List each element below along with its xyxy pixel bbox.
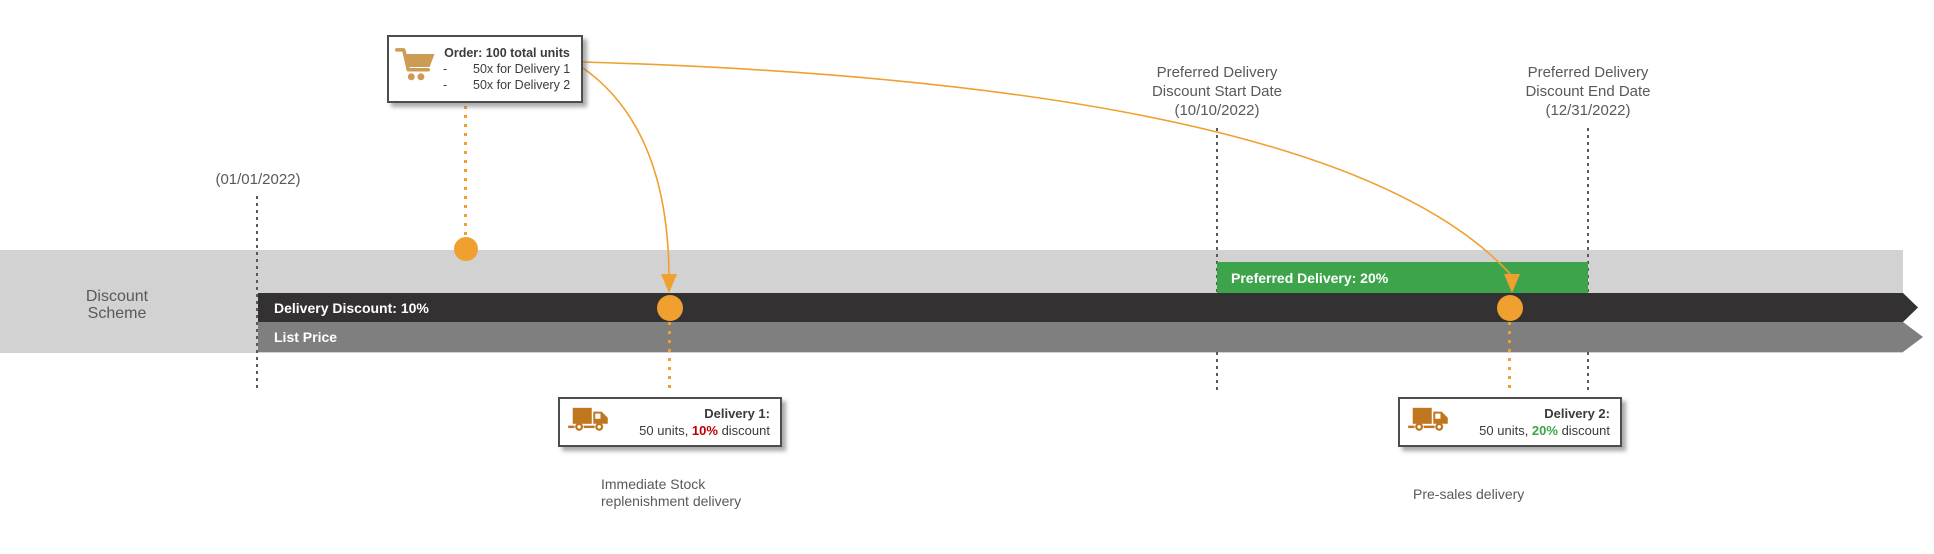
delivery2-box: Delivery 2: 50 units, 20% discount [1398, 397, 1622, 447]
start-date-label-line3: (10/10/2022) [1174, 102, 1260, 119]
end-date-label-line3: (12/31/2022) [1545, 102, 1631, 119]
delivery2-box-text: Delivery 2: 50 units, 20% discount [1479, 405, 1610, 439]
delivery2-caption: Pre-sales delivery [1413, 486, 1525, 502]
scheme-label-line1: Discount [85, 288, 149, 305]
delivery2-connector [1508, 322, 1511, 394]
start-date-label-line1: Preferred Delivery [1156, 64, 1278, 81]
delivery-discount-bar: Delivery Discount: 10% [258, 293, 1918, 322]
delivery2-arrow-curve [582, 61, 1513, 277]
order-box-title: Order: 100 total units [444, 46, 570, 60]
order-date-label: (01/01/2022) [215, 171, 301, 188]
delivery1-caption-line1: Immediate Stock [601, 476, 706, 492]
delivery1-box-detail: 50 units, 10% discount [639, 422, 770, 439]
delivery2-discount-pct: 20% [1531, 423, 1558, 438]
order-date-line [256, 196, 258, 392]
order-box-item1-bullet: - [443, 62, 448, 76]
scheme-label: Discount Scheme [37, 288, 197, 322]
order-box-item2-bullet: - [443, 78, 448, 92]
delivery1-arrow-curve [582, 67, 670, 277]
delivery1-discount-word: discount [717, 423, 770, 438]
order-box-item2-text: 50x for Delivery 2 [473, 78, 571, 92]
start-date-label-line2: Discount Start Date [1151, 83, 1283, 100]
delivery2-box-title: Delivery 2: [1544, 406, 1610, 421]
order-box-item1-text: 50x for Delivery 1 [473, 62, 571, 76]
delivery1-caption: Immediate Stock replenishment delivery [601, 476, 741, 510]
delivery-truck-icon [1408, 404, 1456, 441]
shopping-cart-icon [395, 43, 439, 96]
order-dot-connector [464, 106, 467, 236]
preferred-delivery-bar: Preferred Delivery: 20% [1217, 262, 1588, 293]
delivery1-units: 50 units, [639, 423, 692, 438]
end-date-line [1587, 128, 1589, 392]
start-date-line [1216, 128, 1218, 392]
order-box-item1: - 50x for Delivery 1 [439, 61, 575, 77]
end-date-label: Preferred Delivery Discount End Date (12… [1478, 63, 1698, 120]
preferred-delivery-bar-label: Preferred Delivery: 20% [1231, 269, 1389, 286]
delivery1-discount-pct: 10% [691, 423, 718, 438]
delivery2-units: 50 units, [1479, 423, 1532, 438]
order-box: Order: 100 total units - 50x for Deliver… [387, 35, 583, 103]
delivery1-connector [668, 322, 671, 394]
list-price-bar-label: List Price [274, 329, 338, 345]
order-date-dot [454, 237, 478, 261]
delivery1-caption-line2: replenishment delivery [601, 493, 742, 509]
list-price-bar: List Price [258, 322, 1923, 352]
delivery2-box-detail: 50 units, 20% discount [1479, 422, 1610, 439]
delivery-discount-bar-label: Delivery Discount: 10% [274, 299, 429, 316]
delivery2-dot [1497, 295, 1523, 321]
start-date-label: Preferred Delivery Discount Start Date (… [1107, 63, 1327, 120]
delivery1-box-text: Delivery 1: 50 units, 10% discount [639, 405, 770, 439]
delivery2-discount-word: discount [1557, 423, 1610, 438]
order-box-text: Order: 100 total units - 50x for Deliver… [439, 45, 575, 93]
end-date-label-line1: Preferred Delivery [1527, 64, 1649, 81]
order-box-item2: - 50x for Delivery 2 [439, 77, 575, 93]
delivery1-box-title: Delivery 1: [704, 406, 770, 421]
end-date-label-line2: Discount End Date [1525, 83, 1651, 100]
delivery1-box: Delivery 1: 50 units, 10% discount [558, 397, 782, 447]
scheme-label-line2: Scheme [87, 305, 147, 322]
delivery-truck-icon [568, 404, 616, 441]
delivery1-dot [657, 295, 683, 321]
